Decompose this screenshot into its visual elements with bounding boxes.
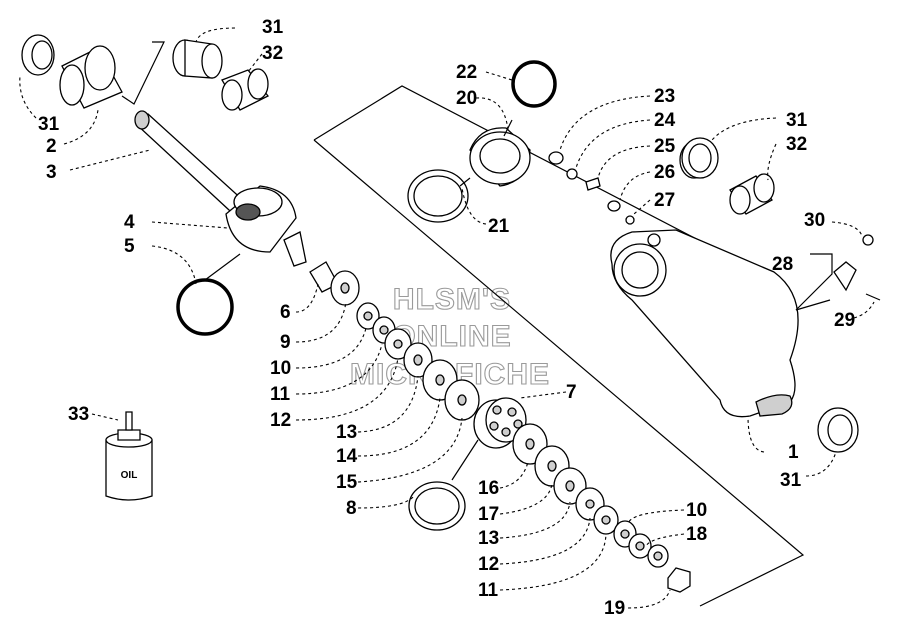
callout-13: 13 (478, 528, 499, 549)
callout-24: 24 (654, 110, 676, 131)
eyelet-2 (59, 45, 123, 109)
bushing-32-right (729, 173, 775, 215)
callout-19: 19 (604, 598, 625, 619)
callout-22: 22 (456, 62, 477, 83)
callout-20: 20 (456, 88, 477, 109)
bushing-32-upper (221, 68, 269, 111)
callout-8: 8 (346, 498, 357, 519)
shock-body-1 (610, 229, 799, 418)
assembly-bracket (313, 85, 786, 286)
callout-4: 4 (124, 212, 135, 233)
nut-19 (667, 567, 691, 593)
callout-9: 9 (280, 332, 291, 353)
callout-17: 17 (478, 504, 499, 525)
callout-14: 14 (336, 446, 358, 467)
callout-30: 30 (804, 210, 825, 231)
callout-26: 26 (654, 162, 675, 183)
callout-21: 21 (488, 216, 510, 237)
piston-body-4 (225, 185, 307, 267)
callout-33: 33 (68, 404, 89, 425)
o-ring-22 (511, 60, 557, 108)
callout-31: 31 (262, 17, 284, 38)
callout-10: 10 (270, 358, 291, 379)
assembly-bracket-lower (313, 139, 805, 607)
callout-11: 11 (478, 580, 499, 601)
reservoir-cap-20 (469, 127, 531, 187)
callout-27: 27 (654, 190, 675, 211)
callout-10: 10 (686, 500, 707, 521)
callout-25: 25 (654, 136, 676, 157)
bushing-31-right (679, 137, 719, 179)
oil-bottle-33: OIL (105, 411, 153, 501)
callout-23: 23 (654, 86, 675, 107)
callout-31: 31 (786, 110, 808, 131)
callout-15: 15 (336, 472, 358, 493)
oil-label: OIL (121, 470, 138, 481)
valve-28 (833, 234, 881, 301)
callout-28: 28 (772, 254, 793, 275)
callout-32: 32 (262, 43, 283, 64)
bushing-31-upper (172, 39, 223, 79)
callout-18: 18 (686, 524, 707, 545)
watermark-line-1: HLSM'S (393, 283, 511, 316)
callout-12: 12 (478, 554, 499, 575)
callout-1: 1 (788, 442, 799, 463)
bushing-31-upper-left (21, 34, 55, 76)
seal-stack-lower (512, 423, 691, 593)
callout-31: 31 (38, 114, 60, 135)
callout-29: 29 (834, 310, 855, 331)
callout-11: 11 (270, 384, 291, 405)
piston-ring-8 (408, 481, 466, 531)
callout-16: 16 (478, 478, 499, 499)
leader-lines (19, 27, 875, 609)
callout-2: 2 (46, 136, 57, 157)
callout-6: 6 (280, 302, 291, 323)
callout-labels: 31 32 31 2 3 4 5 6 9 10 11 12 13 14 15 8… (38, 17, 855, 619)
piston-7 (473, 397, 527, 449)
callout-32: 32 (786, 134, 807, 155)
callout-3: 3 (46, 162, 57, 183)
bushing-31-lower-right (817, 407, 859, 453)
callout-13: 13 (336, 422, 357, 443)
callout-5: 5 (124, 236, 135, 257)
o-ring-5 (176, 278, 234, 336)
valve-parts (548, 151, 635, 225)
callout-7: 7 (566, 382, 577, 403)
ring-21 (407, 169, 469, 223)
callout-12: 12 (270, 410, 291, 431)
callout-31: 31 (780, 470, 802, 491)
